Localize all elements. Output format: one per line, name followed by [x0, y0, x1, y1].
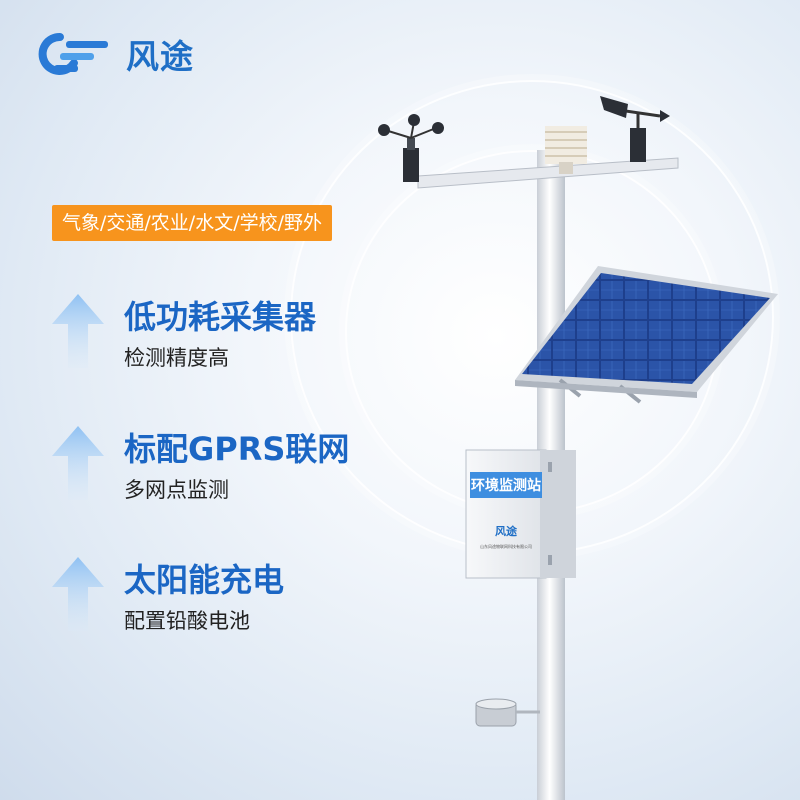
feature-subtitle: 检测精度高	[124, 346, 229, 370]
anemometer	[378, 114, 444, 182]
solar-panel	[515, 266, 778, 404]
box-company: 山东风途物联网科技有限公司	[480, 543, 532, 549]
feature-title: 标配GPRS联网	[124, 430, 350, 468]
crossarm	[417, 157, 679, 189]
up-arrow-icon	[52, 294, 104, 368]
brand-name: 风途	[126, 37, 194, 76]
up-arrow-icon	[52, 557, 104, 631]
brand-logo: 风途	[38, 30, 194, 78]
box-logo-text: 风途	[495, 524, 518, 538]
up-arrow-icon	[52, 426, 104, 500]
feature-title: 低功耗采集器	[124, 298, 317, 336]
wind-vane	[600, 96, 670, 162]
environment-monitoring-box: 环境监测站 风途 山东风途物联网科技有限公司	[465, 449, 576, 579]
application-tags: 气象/交通/农业/水文/学校/野外	[52, 205, 333, 241]
feature-subtitle: 多网点监测	[124, 478, 229, 502]
radiation-shield	[545, 126, 587, 174]
feature-subtitle: 配置铅酸电池	[124, 609, 250, 633]
box-label: 环境监测站	[471, 477, 541, 494]
feature-title: 太阳能充电	[124, 561, 285, 599]
rain-gauge	[475, 698, 540, 727]
brand-logo-icon	[38, 32, 108, 75]
